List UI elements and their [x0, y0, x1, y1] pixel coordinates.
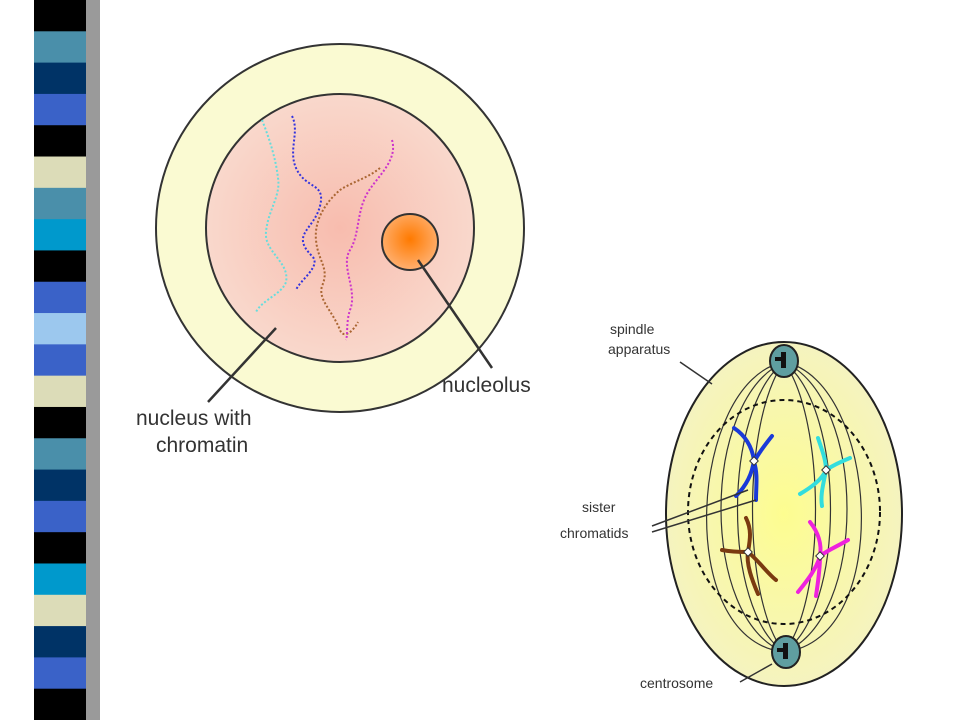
centromeres: [743, 456, 831, 561]
nucleolus: [381, 213, 439, 271]
sister-label-line2: chromatids: [560, 525, 628, 541]
nucleus-leader-line: [207, 327, 277, 403]
mitotic-cell-diagram: spindle apparatus sister chromatids cent…: [560, 321, 903, 691]
nucleolus-label: nucleolus: [442, 374, 531, 397]
sister-label-line1: sister: [582, 499, 616, 515]
stripe-block: [34, 688, 86, 720]
stripe-block: [34, 250, 86, 283]
stripe-block: [34, 657, 86, 690]
stripe-block: [34, 313, 86, 345]
sister-leader-line-1: [651, 489, 749, 527]
nucleolus-leader-line: [416, 259, 494, 369]
stripe-block: [34, 500, 86, 533]
spindle-leader-line: [679, 361, 713, 385]
spindle-label-line1: spindle: [610, 321, 655, 337]
stripe-block: [34, 31, 86, 64]
spindle-label-line2: apparatus: [608, 341, 670, 357]
nucleus-label-line1: nucleus with: [136, 407, 252, 430]
centrosome-top: [769, 344, 799, 378]
chromatin-strand: [255, 119, 288, 313]
decorative-stripe-bar: [0, 0, 110, 720]
centrosome-label: centrosome: [640, 675, 713, 691]
spindle-fibers: [706, 361, 862, 653]
stripe-block: [34, 563, 86, 596]
sister-leader-line-2: [651, 499, 757, 533]
chromatin-strand: [291, 115, 323, 291]
stripe-block: [34, 156, 86, 189]
stripe-block: [34, 219, 86, 251]
stripe-block: [34, 0, 86, 32]
stripe-block: [34, 375, 86, 408]
stripe-block: [34, 281, 86, 314]
stripe-block: [34, 532, 86, 564]
stripe-block: [34, 406, 86, 439]
centrosome-leader-line: [739, 663, 773, 683]
stripe-bar-shadow: [86, 0, 100, 720]
nucleus-label-line2: chromatin: [156, 434, 248, 457]
stripe-block: [34, 187, 86, 220]
stripe-block: [34, 62, 86, 95]
nucleus: [205, 93, 475, 363]
chromatin-strand: [345, 139, 395, 341]
stripe-block: [34, 626, 86, 658]
stripe-block: [34, 438, 86, 471]
cell-membrane: [665, 341, 903, 687]
interphase-cell-diagram: nucleolus nucleus with chromatin: [136, 43, 531, 457]
stripe-block: [34, 469, 86, 502]
stripe-group: [34, 0, 86, 720]
stripe-block: [34, 93, 86, 126]
stripe-block: [34, 344, 86, 377]
centrosome-bottom: [771, 635, 801, 669]
chromatin-strand: [314, 167, 381, 336]
stripe-block: [34, 594, 86, 627]
stripe-block: [34, 125, 86, 158]
